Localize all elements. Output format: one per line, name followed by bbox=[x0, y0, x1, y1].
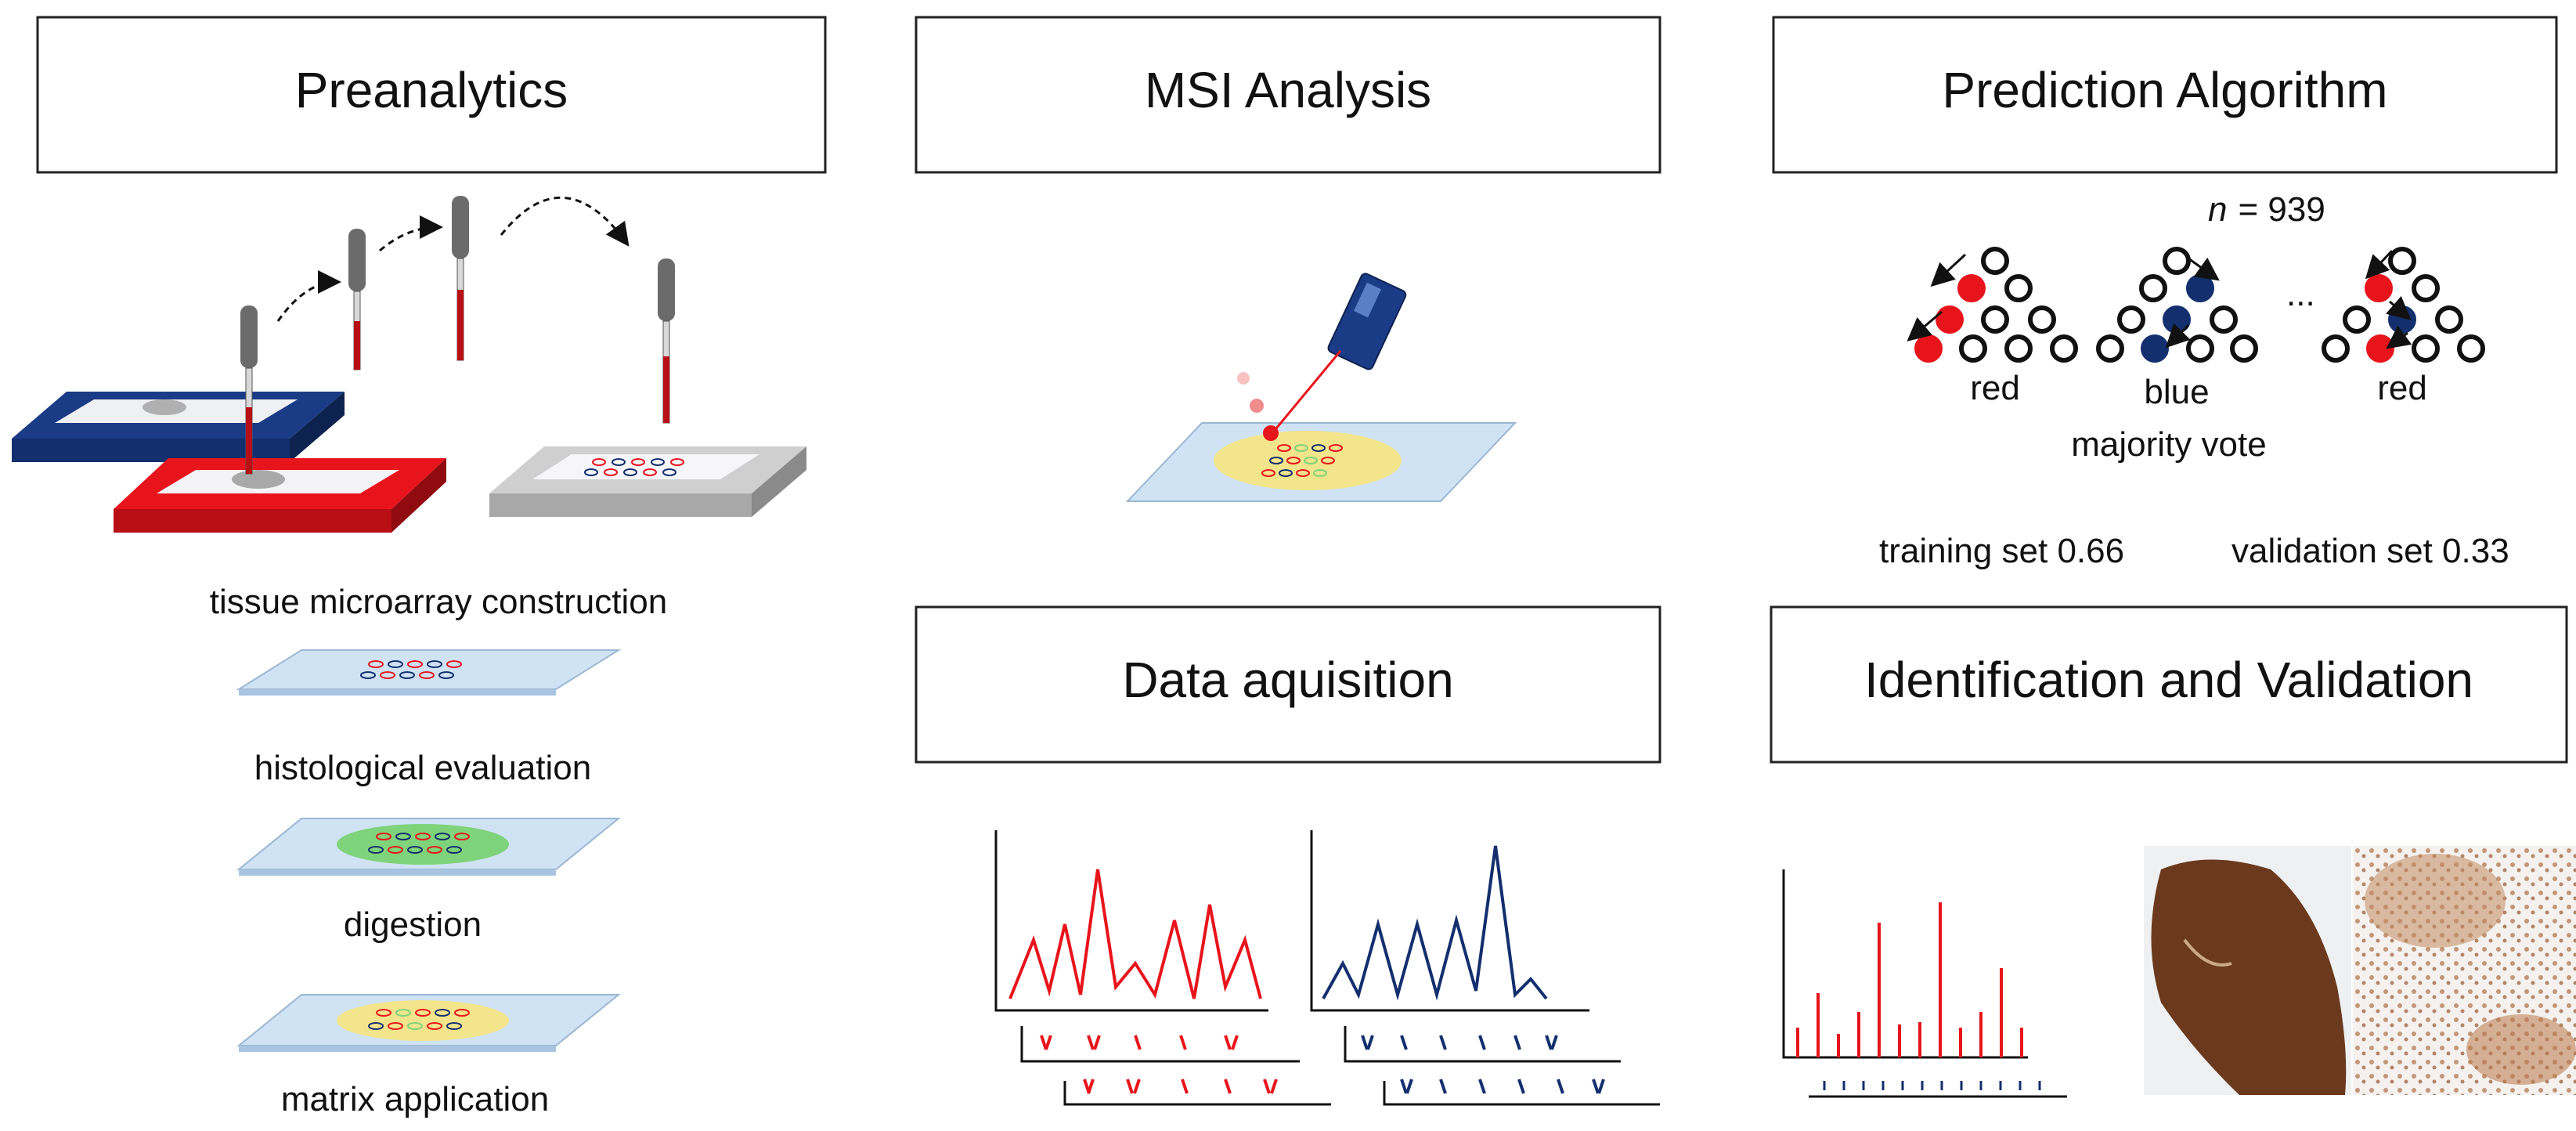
spectrum-red-shifted-axis-2 bbox=[1063, 1081, 1331, 1106]
majority-vote-label: majority vote bbox=[2071, 425, 2266, 464]
spectrum-blue-axes bbox=[1310, 830, 1589, 1012]
histology-label: histological evaluation bbox=[254, 749, 592, 787]
punch-needle-1 bbox=[240, 305, 258, 475]
ion-plume-3 bbox=[1237, 372, 1250, 385]
ihc-image-left bbox=[2144, 846, 2351, 1095]
tma-construction-label: tissue microarray construction bbox=[210, 583, 667, 621]
tree-3-path-arrow-3 bbox=[2386, 325, 2412, 349]
punch-needle-4 bbox=[658, 258, 675, 424]
spectrum-red-shifted-axis-1 bbox=[1020, 1026, 1300, 1063]
tree-1-path-arrow-2 bbox=[1907, 310, 1943, 341]
ion-plume-2 bbox=[1250, 399, 1264, 413]
spectrum-red-panel bbox=[994, 830, 1331, 1106]
blue-donor-block bbox=[12, 392, 345, 462]
tree-1-vote: red bbox=[1970, 369, 2020, 407]
prediction-algorithm-title: Prediction Algorithm bbox=[1942, 62, 2387, 118]
spectrum-blue-panel bbox=[1310, 830, 1660, 1106]
spectrum-red-tick-marks-1 bbox=[1040, 1035, 1239, 1050]
digestion-slide bbox=[236, 818, 621, 876]
transfer-arrow-1 bbox=[276, 270, 341, 322]
spectrum-blue-tick-marks-1 bbox=[1361, 1035, 1558, 1050]
peak-list-chart bbox=[1782, 869, 2067, 1098]
data-acquisition-header: Data aquisition bbox=[915, 605, 1661, 764]
identification-validation-title: Identification and Validation bbox=[1864, 652, 2473, 708]
preanalytics-title: Preanalytics bbox=[295, 62, 568, 118]
tree-2-path-arrow-1 bbox=[2188, 257, 2220, 281]
prediction-algorithm-header: Prediction Algorithm bbox=[1772, 16, 2558, 174]
decision-tree-3 bbox=[2322, 247, 2485, 363]
recipient-block bbox=[489, 446, 806, 517]
red-donor-block bbox=[114, 458, 446, 533]
spectrum-blue-tick-marks-2 bbox=[1400, 1079, 1605, 1094]
digestion-label: digestion bbox=[344, 905, 482, 944]
spectrum-red-axes bbox=[994, 830, 1268, 1012]
laser-head bbox=[1327, 273, 1407, 370]
tma-construction-illustration bbox=[12, 196, 806, 533]
punch-needle-3 bbox=[452, 196, 469, 361]
tree-3-vote: red bbox=[2377, 369, 2427, 407]
more-trees-ellipsis: ... bbox=[2286, 275, 2315, 313]
msi-analysis-header: MSI Analysis bbox=[915, 16, 1661, 174]
msi-laser-illustration bbox=[1125, 273, 1517, 502]
preanalytics-header: Preanalytics bbox=[36, 16, 827, 174]
punch-needle-2 bbox=[348, 229, 366, 370]
matrix-label: matrix application bbox=[281, 1080, 549, 1118]
msi-analysis-title: MSI Analysis bbox=[1145, 62, 1431, 118]
laser-beam bbox=[1271, 350, 1342, 434]
peak-list-axes bbox=[1782, 869, 2028, 1059]
data-acquisition-title: Data aquisition bbox=[1122, 652, 1453, 708]
ion-plume-1 bbox=[1263, 425, 1279, 441]
decision-tree-1 bbox=[1914, 247, 2078, 363]
ihc-image-right bbox=[2353, 846, 2576, 1095]
identification-validation-header: Identification and Validation bbox=[1770, 605, 2568, 764]
tree-1-path-arrow-1 bbox=[1930, 253, 1967, 287]
transfer-arrow-2 bbox=[379, 215, 443, 252]
histology-slide bbox=[236, 649, 622, 696]
training-set-label: training set 0.66 bbox=[1879, 532, 2124, 570]
spectrum-blue-shifted-axis-2 bbox=[1383, 1081, 1660, 1106]
tree-2-vote: blue bbox=[2144, 373, 2209, 411]
peak-list-lower-ticks bbox=[1823, 1081, 2041, 1090]
decision-tree-2 bbox=[2096, 247, 2258, 363]
tree-2-path-arrow-2 bbox=[2165, 323, 2191, 349]
spectrum-red-tick-marks-2 bbox=[1083, 1079, 1278, 1094]
sample-count: n= 939 bbox=[2208, 190, 2325, 229]
tree-3-path-arrow-2 bbox=[2386, 295, 2412, 320]
transfer-arrow-3 bbox=[500, 197, 630, 247]
matrix-slide bbox=[236, 994, 621, 1052]
spectrum-blue-trace bbox=[1322, 845, 1548, 1001]
tree-3-path-arrow-1 bbox=[2365, 249, 2394, 280]
peak-list-bars bbox=[1796, 902, 2023, 1057]
validation-set-label: validation set 0.33 bbox=[2231, 532, 2509, 570]
spectrum-blue-shifted-axis-1 bbox=[1344, 1026, 1621, 1063]
spectrum-red-trace bbox=[1008, 869, 1262, 999]
